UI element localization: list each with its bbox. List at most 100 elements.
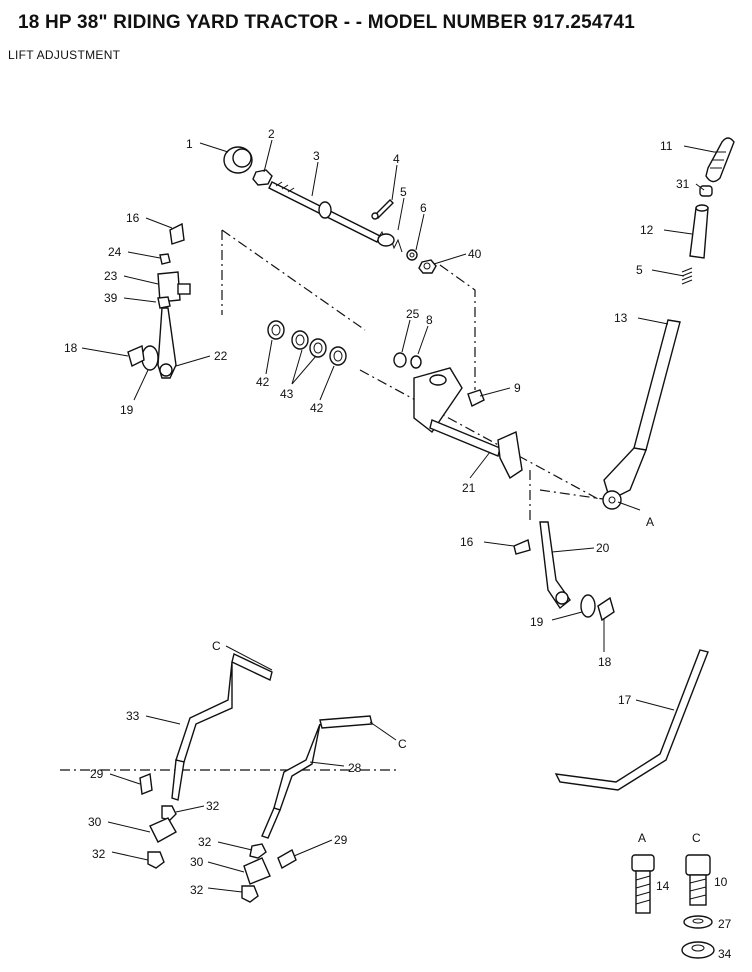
nut-part-32d — [241, 885, 259, 903]
lift-arm-part-33 — [171, 653, 273, 801]
knob-part-1 — [223, 146, 253, 174]
callout-18b: 18 — [598, 655, 612, 669]
callout-C1: C — [212, 639, 221, 653]
rod-part-22 — [157, 307, 177, 379]
callout-43: 43 — [280, 387, 294, 401]
nut-part-39 — [157, 296, 171, 309]
block-part-23 — [157, 271, 191, 303]
callout-33: 33 — [126, 709, 140, 723]
washer-part-42a — [267, 320, 285, 340]
guide-line — [359, 369, 601, 501]
callout-10: 10 — [714, 875, 728, 889]
callout-4: 4 — [393, 152, 400, 166]
tube-part-12 — [689, 204, 709, 259]
guide-line — [439, 264, 476, 390]
callout-31: 31 — [676, 177, 690, 191]
clip-part-16b — [513, 539, 531, 555]
callout-12: 12 — [640, 223, 654, 237]
callout-5: 5 — [400, 185, 407, 199]
spring-part-5b — [681, 267, 693, 285]
callout-5b: 5 — [636, 263, 643, 277]
nut-part-24 — [159, 253, 171, 265]
washer-part-8 — [410, 355, 422, 369]
callout-39: 39 — [104, 291, 118, 305]
bolt-part-14 — [631, 854, 655, 914]
callout-3: 3 — [313, 149, 320, 163]
section-subtitle: LIFT ADJUSTMENT — [8, 48, 121, 62]
bracket-shaft-part-21 — [413, 367, 523, 480]
callout-34: 34 — [718, 947, 732, 961]
washer-part-34 — [681, 941, 715, 959]
nut-part-32c — [249, 843, 267, 859]
callout-25: 25 — [406, 307, 420, 321]
callout-1: 1 — [186, 137, 193, 151]
fitting-part-9 — [467, 389, 485, 407]
callout-40: 40 — [468, 247, 482, 261]
clip-part-29a — [139, 773, 153, 795]
rod-part-20 — [539, 521, 571, 610]
guide-line — [539, 489, 611, 501]
lift-arm-part-28 — [261, 715, 373, 839]
guide-line — [221, 229, 366, 331]
callout-8: 8 — [426, 313, 433, 327]
nut-part-40 — [418, 259, 437, 274]
ring-part-25 — [393, 352, 407, 368]
rod-part-17 — [554, 649, 709, 791]
bolt-part-10 — [685, 854, 711, 906]
washer-part-6 — [406, 249, 418, 261]
lever-part-13 — [602, 319, 681, 510]
callout-22: 22 — [214, 349, 228, 363]
callout-14: 14 — [656, 879, 670, 893]
callout-29b: 29 — [334, 833, 348, 847]
callout-32c: 32 — [198, 835, 212, 849]
pin-part-4 — [371, 199, 394, 220]
nut-part-2 — [252, 169, 273, 186]
callout-21: 21 — [462, 481, 476, 495]
clip-part-16a — [169, 222, 185, 245]
callout-13: 13 — [614, 311, 628, 325]
callout-16b: 16 — [460, 535, 474, 549]
washer-part-43a — [291, 330, 309, 350]
callout-18a: 18 — [64, 341, 78, 355]
callout-17: 17 — [618, 693, 632, 707]
pin-part-18b — [597, 596, 615, 622]
nut-part-32a — [161, 805, 177, 821]
callout-42b: 42 — [310, 401, 324, 415]
washer-part-19b — [580, 594, 596, 618]
callout-29a: 29 — [90, 767, 104, 781]
callout-9: 9 — [514, 381, 521, 395]
callout-labels: 1 2 3 4 5 6 40 11 31 12 5 13 16 24 23 39… — [64, 127, 732, 961]
callout-30b: 30 — [190, 855, 204, 869]
callout-30a: 30 — [88, 815, 102, 829]
callout-2: 2 — [268, 127, 275, 141]
washer-part-43b — [309, 338, 327, 358]
threaded-rod-part-3 — [268, 181, 381, 243]
callout-32b: 32 — [92, 847, 106, 861]
callout-19b: 19 — [530, 615, 544, 629]
spacer-part-31 — [699, 185, 713, 197]
callout-C2: C — [398, 737, 407, 751]
callout-24: 24 — [108, 245, 122, 259]
callout-23: 23 — [104, 269, 118, 283]
callout-11: 11 — [660, 139, 673, 153]
washer-part-42b — [329, 346, 347, 366]
block-part-30b — [243, 857, 271, 885]
callout-16a: 16 — [126, 211, 140, 225]
callout-A1: A — [646, 515, 654, 529]
leader-lines — [81, 139, 715, 893]
spring-part-5 — [377, 230, 403, 253]
pin-part-18a — [127, 344, 145, 368]
block-part-30a — [149, 817, 177, 843]
callout-20: 20 — [596, 541, 610, 555]
callout-42a: 42 — [256, 375, 270, 389]
callout-A2: A — [638, 831, 646, 845]
page-title: 18 HP 38" RIDING YARD TRACTOR - - MODEL … — [18, 12, 635, 33]
clip-part-29b — [277, 848, 297, 870]
callout-32a: 32 — [206, 799, 220, 813]
grip-part-11 — [705, 137, 735, 183]
nut-part-32b — [147, 851, 165, 869]
washer-part-27 — [683, 915, 713, 929]
callout-C3: C — [692, 831, 701, 845]
